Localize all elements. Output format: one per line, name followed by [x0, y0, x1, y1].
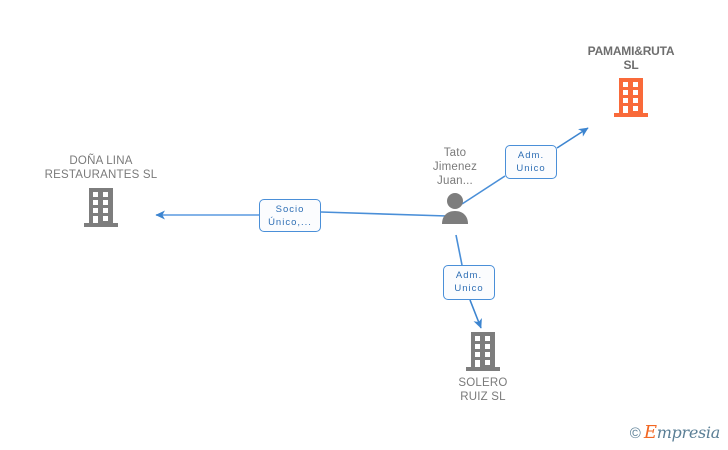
- node-label-solero: SOLERO RUIZ SL: [458, 377, 508, 403]
- empresia-watermark: © Empresia: [629, 424, 721, 442]
- edge-label-adm-unico-pamami[interactable]: Adm. Unico: [505, 145, 557, 179]
- building-icon: [466, 332, 500, 371]
- edge-label-socio-unico[interactable]: Socio Único,...: [259, 199, 321, 232]
- copyright-icon: ©: [629, 424, 641, 442]
- node-label-dona-lina: DOÑA LINA RESTAURANTES SL: [44, 155, 158, 181]
- edge-label-adm-unico-solero[interactable]: Adm. Unico: [443, 265, 495, 300]
- building-icon: [614, 78, 648, 117]
- building-icon: [84, 188, 118, 227]
- node-company-dona-lina[interactable]: DOÑA LINA RESTAURANTES SL: [31, 154, 171, 228]
- node-company-pamami[interactable]: PAMAMI&RUTA SL: [561, 44, 701, 118]
- node-label-person: Tato Jimenez Juan...: [432, 147, 478, 187]
- node-label-pamami: PAMAMI&RUTA SL: [587, 44, 675, 72]
- node-company-solero[interactable]: SOLERO RUIZ SL: [413, 330, 553, 404]
- node-person-tato-jimenez[interactable]: Tato Jimenez Juan...: [385, 146, 525, 225]
- brand-rest: mpresia: [656, 423, 721, 442]
- person-icon: [442, 193, 468, 224]
- brand-wordmark: Empresia: [644, 424, 720, 442]
- brand-initial: E: [643, 422, 657, 443]
